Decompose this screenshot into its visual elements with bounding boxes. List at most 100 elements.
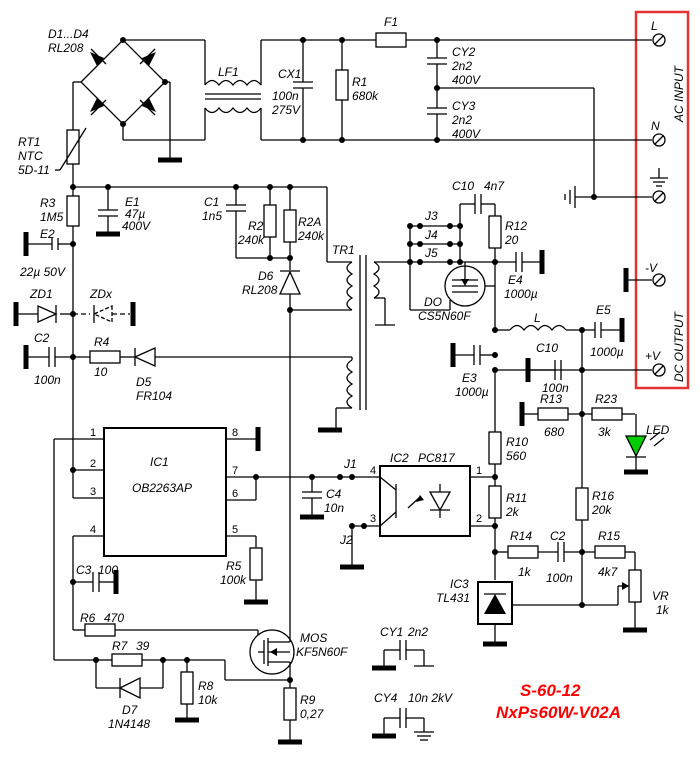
label-do: DO	[424, 295, 442, 309]
label-zdx: ZDx	[89, 287, 113, 301]
label-zd1: ZD1	[29, 287, 53, 301]
label-rt1-value: 5D-11	[18, 163, 50, 177]
earth-terminal	[650, 168, 668, 204]
pin-5: 5	[232, 524, 238, 536]
label-e4: E4	[508, 273, 523, 287]
label-ic2-value: PC817	[418, 451, 456, 465]
ic2-pin-2: 2	[476, 513, 482, 525]
label-r10-value: 560	[506, 449, 526, 463]
label-tr1: TR1	[332, 243, 355, 257]
label-e2-value: 22µ 50V	[19, 265, 66, 279]
label-r6-value: 470	[104, 611, 124, 625]
dc-terminal-neg	[652, 273, 666, 287]
label-r13-value: 680	[544, 425, 564, 439]
label-pos-v: +V	[645, 349, 661, 363]
label-vr: VR	[652, 589, 669, 603]
label-r2-value: 240k	[237, 233, 265, 247]
label-r8-value: 10k	[198, 693, 218, 707]
mosfet-do	[444, 262, 486, 307]
label-r14-value: 1k	[518, 565, 532, 579]
label-c4-value: 10n	[324, 501, 344, 515]
label-l: L	[534, 311, 541, 325]
label-e4-value: 1000µ	[504, 287, 538, 301]
label-led: LED	[646, 423, 670, 437]
label-r4: R4	[94, 335, 110, 349]
label-j5: J5	[424, 246, 438, 260]
label-r7: R7	[112, 639, 129, 653]
label-r4-value: 10	[94, 365, 108, 379]
dc-terminal-pos	[652, 363, 666, 377]
label-r1: R1	[352, 75, 367, 89]
label-j4: J4	[424, 228, 438, 242]
label-mos: MOS	[300, 631, 327, 645]
label-ic1: IC1	[150, 455, 169, 469]
label-c1: C1	[204, 195, 219, 209]
label-r14: R14	[510, 529, 532, 543]
label-mos-value: KF5N60F	[296, 645, 348, 659]
pin-7: 7	[232, 465, 238, 477]
label-r15: R15	[598, 529, 620, 543]
label-rt1-type: NTC	[18, 149, 43, 163]
label-e3-value: 1000µ	[455, 385, 489, 399]
label-d7-value: 1N4148	[108, 717, 150, 731]
label-c10-top-value: 4n7	[484, 179, 505, 193]
label-j2: J2	[339, 533, 353, 547]
ic1-chip	[103, 427, 227, 557]
connector-highlight-box	[634, 10, 690, 390]
label-r16: R16	[592, 489, 614, 503]
label-ac-l: L	[651, 19, 658, 33]
label-r1-value: 680k	[352, 89, 379, 103]
label-cy1-value: 2n2	[407, 625, 428, 639]
ic2-pin-4: 4	[370, 465, 376, 477]
fuse-f1	[375, 32, 407, 48]
label-c2-left: C2	[34, 331, 50, 345]
label-r5-value: 100k	[220, 573, 247, 587]
label-cx1: CX1	[278, 67, 301, 81]
label-e1-rating: 400V	[122, 219, 151, 233]
label-cx1-rating: 275V	[271, 103, 301, 117]
rt1-ntc	[66, 129, 80, 165]
label-r5: R5	[226, 559, 242, 573]
pin-3: 3	[90, 486, 96, 498]
label-r9-value: 0,27	[300, 707, 325, 721]
label-ic1-value: OB2263AP	[132, 481, 192, 495]
label-cx1-value: 100n	[272, 89, 299, 103]
label-rl208: RL208	[48, 41, 84, 55]
label-ac-n: N	[651, 119, 660, 133]
label-r6: R6	[80, 611, 96, 625]
label-ic2: IC2	[390, 451, 409, 465]
label-d5: D5	[136, 375, 152, 389]
label-c3: C3	[76, 563, 92, 577]
label-r11: R11	[506, 491, 527, 505]
label-cy2: CY2	[452, 45, 476, 59]
label-r10: R10	[506, 435, 528, 449]
label-d6-value: RL208	[242, 283, 278, 297]
label-r11-value: 2k	[505, 505, 520, 519]
label-rt1: RT1	[18, 135, 40, 149]
ic2-optocoupler	[379, 465, 471, 537]
led-indicator	[624, 414, 665, 470]
ic2-pin-3: 3	[370, 513, 376, 525]
label-r3-value: 1M5	[40, 210, 64, 224]
label-cy4-value: 10n 2kV	[408, 691, 453, 705]
label-r23-value: 3k	[598, 425, 612, 439]
ac-terminal-n	[652, 133, 666, 147]
mosfet-main	[249, 629, 295, 675]
vr-potentiometer	[628, 569, 642, 603]
label-r9: R9	[300, 693, 316, 707]
label-j3: J3	[424, 209, 438, 223]
label-e5: E5	[596, 303, 611, 317]
label-neg-v: -V	[645, 261, 658, 275]
label-c2-right-value: 100n	[546, 571, 573, 585]
label-e1-value: 47µ	[125, 207, 145, 221]
pin-8: 8	[232, 427, 238, 439]
label-r2: R2	[248, 219, 264, 233]
lf1-choke	[204, 79, 262, 114]
label-c10-right-value: 100n	[542, 381, 569, 395]
label-r23: R23	[595, 392, 617, 406]
label-j1: J1	[343, 457, 357, 471]
label-r2a-value: 240k	[297, 229, 325, 243]
label-ac-input: AC INPUT	[672, 64, 686, 123]
label-cy4: CY4	[374, 691, 398, 705]
label-e5-value: 1000µ	[590, 345, 624, 359]
